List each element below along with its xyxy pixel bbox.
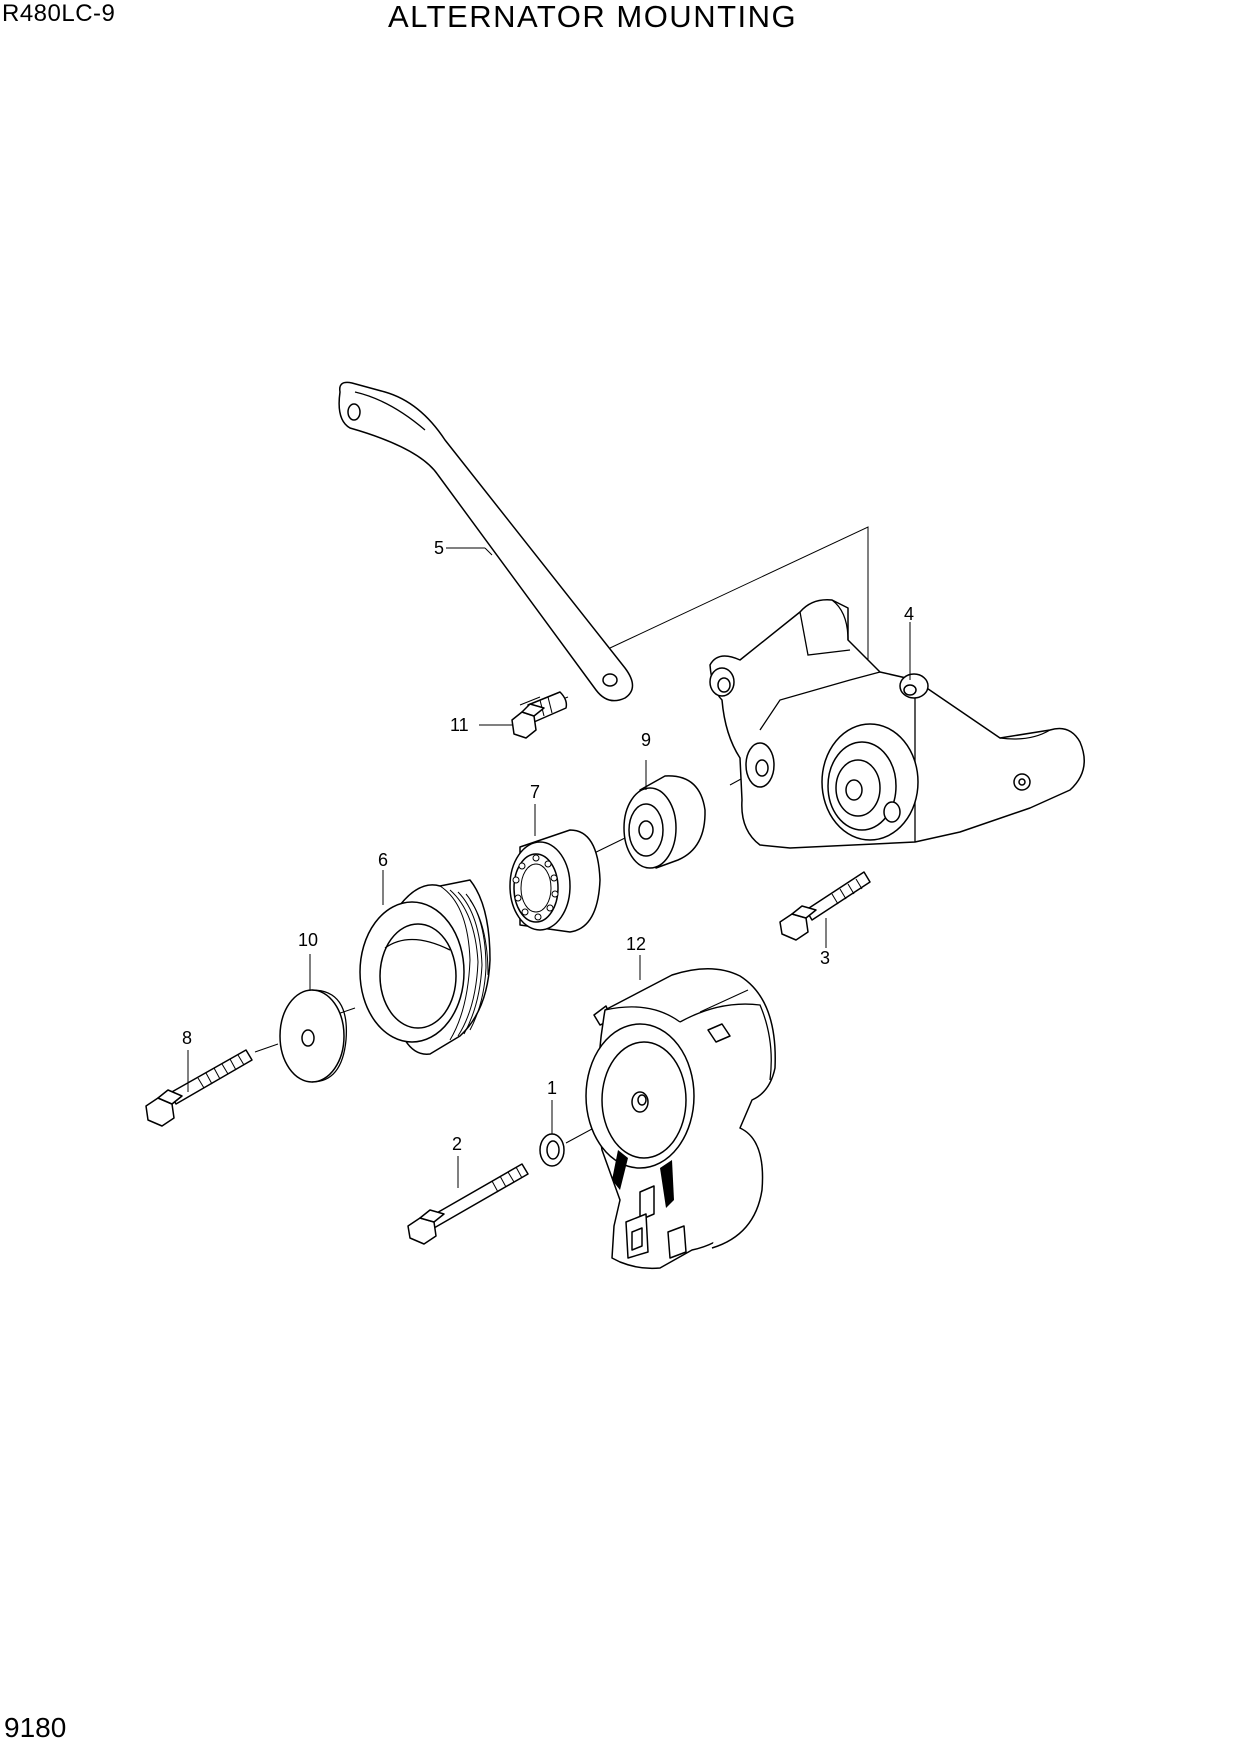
spacer [623,775,706,869]
callout-10: 10 [298,930,318,950]
model-label: R480LC-9 [2,0,116,27]
tensioner-bolt [407,1163,529,1245]
belt-tensioner [585,968,776,1270]
callout-11: 11 [450,715,469,735]
callout-12: 12 [626,934,646,954]
callout-7: 7 [530,782,540,802]
callout-8: 8 [182,1028,192,1048]
support-bar [338,381,634,702]
callout-6: 6 [378,850,388,870]
washer [279,989,348,1083]
callout-labels: 5 4 11 9 7 6 10 8 3 12 1 2 [182,538,914,1154]
callout-1: 1 [547,1078,557,1098]
callout-3: 3 [820,948,830,968]
small-bolt [511,691,568,739]
mounting-bracket [709,599,1085,849]
page-title: ALTERNATOR MOUNTING [388,0,798,34]
pulley [359,879,491,1055]
page-number: 9180 [4,1712,67,1743]
callout-leaders [187,547,911,1188]
callout-4: 4 [904,604,914,624]
bolt-3 [779,871,871,941]
long-bolt [145,1049,253,1127]
callout-2: 2 [452,1134,462,1154]
callout-9: 9 [641,730,651,750]
small-washer [539,1133,565,1167]
callout-5: 5 [434,538,444,558]
bearing [509,829,601,933]
